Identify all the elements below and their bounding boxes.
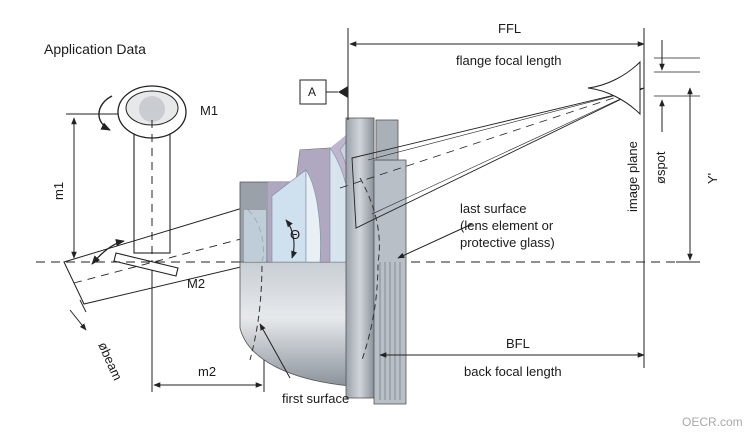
bfl-description: back focal length — [464, 364, 562, 379]
m1-dimension — [66, 113, 118, 259]
ffl-description: flange focal length — [456, 53, 562, 68]
m1-mirror-dot — [139, 96, 165, 122]
beam-dim-tick — [79, 299, 87, 313]
watermark: OECR.com — [682, 415, 743, 429]
page-title: Application Data — [44, 41, 146, 57]
first-surface-curve — [247, 209, 264, 361]
last-surface-curve — [359, 177, 380, 361]
spot-diameter-label: øspot — [653, 151, 668, 184]
datum-label: A — [308, 85, 317, 99]
first-surface-label: first surface — [282, 391, 350, 406]
ffl-dimension — [299, 28, 645, 120]
m2-dimension-label: m2 — [198, 364, 217, 379]
last-surface-line-1: last surface — [460, 201, 527, 216]
lens-element-2 — [305, 169, 321, 263]
image-plane-label: image plane — [625, 141, 640, 212]
ffl-label: FFL — [498, 21, 522, 36]
m1-dimension-label: m1 — [51, 181, 66, 200]
m1-rotation-arrow-icon — [98, 95, 113, 131]
mirror-m1-assembly — [98, 85, 187, 266]
chief-ray — [339, 87, 645, 189]
spot-intensity-profile — [587, 60, 641, 116]
incoming-beam-axis — [73, 234, 257, 284]
datum-pointer-icon — [338, 86, 348, 98]
first-surface-leader — [259, 323, 291, 379]
lens-flange — [345, 117, 375, 399]
marginal-ray-bottom — [371, 87, 645, 215]
last-surface-line-3: protective glass) — [460, 235, 555, 250]
f-theta-lens — [239, 117, 407, 405]
beam-dim-arrow-left — [69, 309, 87, 331]
first-surface-glass — [244, 210, 266, 262]
y-prime-label: Y' — [705, 172, 720, 184]
m1-mirror-label: M1 — [200, 103, 219, 118]
lens-top-notch — [375, 119, 399, 161]
datum-box — [299, 79, 327, 105]
bfl-dimension — [379, 262, 645, 368]
lens-thread-grooves — [379, 262, 401, 400]
focused-beam — [339, 87, 645, 229]
last-surface-leader — [397, 223, 473, 259]
bfl-label: BFL — [506, 336, 530, 351]
theta-angle-arc — [285, 219, 298, 259]
focused-cone-outer — [351, 87, 645, 229]
m2-mirror-plate — [113, 252, 179, 277]
theta-label: Θ — [290, 227, 301, 242]
image-plane — [587, 28, 700, 270]
marginal-ray-top — [367, 87, 645, 161]
last-surface-line-2: (lens element or — [460, 218, 554, 233]
m2-mirror-label: M2 — [187, 276, 206, 291]
